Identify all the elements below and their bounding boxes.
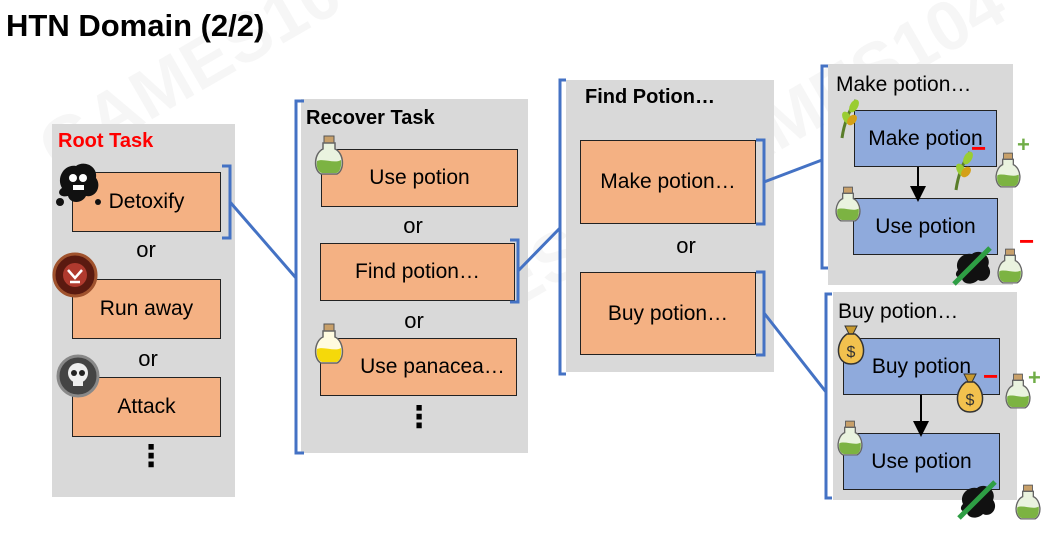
- or-label: or: [136, 237, 156, 262]
- cure-cross-icon: [957, 480, 997, 520]
- bracket-make: [820, 64, 828, 270]
- step-label: Make potion: [868, 126, 983, 150]
- coin-bag-icon: $: [956, 373, 984, 413]
- task-label: Find potion…: [355, 260, 480, 283]
- or-label: or: [138, 346, 158, 371]
- bracket-make-potion: [756, 138, 766, 226]
- cure-cross-icon: [952, 246, 992, 286]
- poison-icon: [56, 163, 101, 206]
- potion-icon: [837, 420, 863, 456]
- task-label: Run away: [99, 297, 194, 320]
- or-label: or: [403, 213, 423, 238]
- link-root-recover: [228, 201, 298, 279]
- recover-task-title: Recover Task: [306, 107, 435, 129]
- step-label: Use potion: [871, 449, 972, 473]
- task-find-potion[interactable]: Find potion…: [320, 243, 515, 301]
- minus-sign: −: [1019, 226, 1035, 256]
- potion-icon: [314, 135, 344, 175]
- step-make-potion[interactable]: Make potion: [854, 110, 997, 167]
- make-potion-title: Make potion…: [836, 73, 972, 96]
- flee-icon: [52, 252, 98, 298]
- potion-icon: [997, 248, 1023, 284]
- task-run-away[interactable]: Run away: [72, 279, 221, 339]
- bracket-find: [558, 78, 566, 376]
- bracket-find-potion: [510, 238, 520, 304]
- link-find-make: [763, 158, 823, 184]
- task-label: Make potion…: [600, 170, 736, 193]
- svg-text:$: $: [966, 392, 975, 409]
- task-label: Attack: [117, 395, 176, 418]
- step-label: Use potion: [875, 214, 976, 238]
- herb-icon: [954, 151, 973, 191]
- bracket-buy-potion: [756, 270, 766, 357]
- step-use-potion[interactable]: Use potion: [853, 198, 998, 255]
- potion-icon: [995, 152, 1021, 188]
- minus-sign: −: [983, 361, 999, 391]
- bracket-detoxify: [222, 164, 232, 240]
- or-label: or: [676, 233, 696, 258]
- task-label: Use potion: [369, 166, 470, 189]
- bracket-buy: [824, 292, 832, 500]
- potion-icon: [1005, 373, 1031, 409]
- page-title: HTN Domain (2/2): [6, 8, 265, 43]
- task-label: Use panacea…: [360, 355, 505, 378]
- task-label: Buy potion…: [607, 301, 729, 325]
- svg-text:$: $: [847, 344, 856, 361]
- step-use-potion[interactable]: Use potion: [843, 433, 1000, 490]
- panacea-icon: [314, 323, 344, 364]
- or-label: or: [404, 308, 424, 333]
- buy-potion-title: Buy potion…: [838, 300, 959, 323]
- link-find-buy: [762, 312, 828, 393]
- link-recover-find: [516, 226, 562, 273]
- skull-icon: [56, 354, 100, 398]
- plus-sign: +: [1028, 365, 1041, 390]
- task-attack[interactable]: Attack: [72, 377, 221, 437]
- root-task-title: Root Task: [58, 130, 154, 152]
- task-use-panacea[interactable]: Use panacea…: [320, 338, 517, 396]
- coin-bag-icon: $: [837, 325, 865, 365]
- potion-icon: [835, 186, 861, 222]
- task-make-potion[interactable]: Make potion…: [580, 140, 756, 224]
- task-use-potion[interactable]: Use potion: [321, 149, 518, 207]
- bracket-recover: [294, 99, 304, 455]
- herb-icon: [840, 99, 859, 139]
- minus-sign: −: [971, 133, 987, 163]
- find-potion-title: Find Potion…: [585, 86, 715, 108]
- plus-sign: +: [1017, 132, 1030, 157]
- task-buy-potion[interactable]: Buy potion…: [580, 272, 756, 355]
- potion-icon: [1015, 484, 1041, 520]
- task-label: Detoxify: [108, 190, 185, 213]
- step-label: Buy potion: [871, 354, 972, 378]
